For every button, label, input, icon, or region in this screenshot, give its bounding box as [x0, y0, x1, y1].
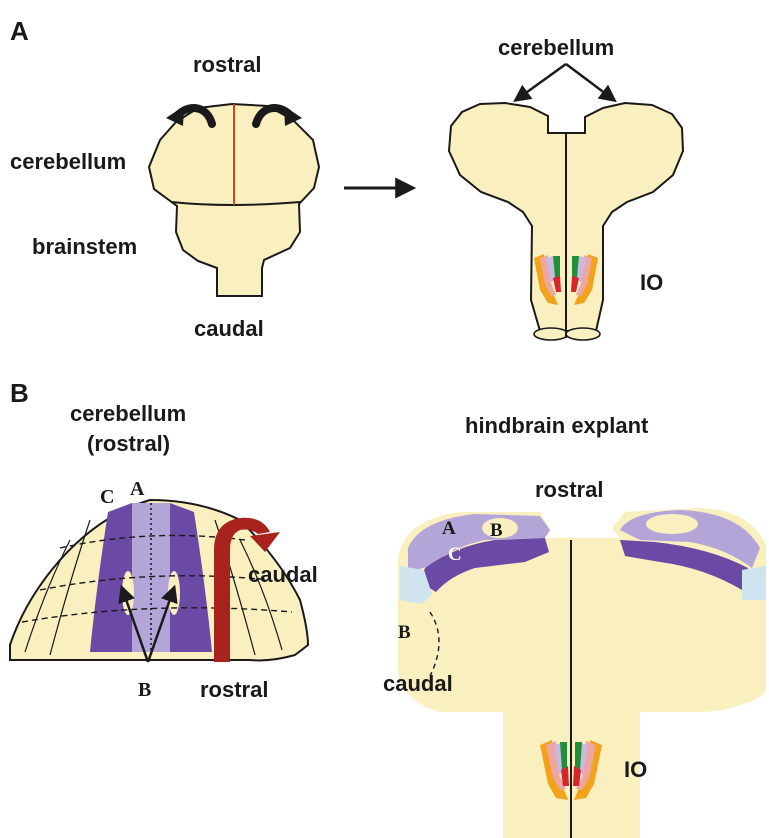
label-hindbrain-explant: hindbrain explant	[465, 413, 649, 438]
zone-label-a: A	[130, 478, 145, 500]
cerebellum-arrow-right	[566, 64, 614, 100]
zone-label-c: C	[100, 486, 114, 508]
label-explant-rostral: rostral	[535, 477, 603, 502]
red-arrow-shaft	[214, 548, 230, 662]
panel-a-letter: A	[10, 16, 29, 46]
explant-right-blue-band	[742, 566, 766, 600]
label-explant-caudal: caudal	[383, 671, 453, 696]
panel-b: B cerebellum (rostral) hindbrain explant	[10, 378, 766, 838]
label-cerebellum-b-line1: cerebellum	[70, 401, 186, 426]
label-rostral-a: rostral	[193, 52, 261, 77]
label-rostral-arrow: rostral	[200, 677, 268, 702]
label-cerebellum-b-line2: (rostral)	[87, 431, 170, 456]
label-io-a: IO	[640, 270, 663, 295]
label-cerebellum-a-right: cerebellum	[498, 35, 614, 60]
label-caudal-a: caudal	[194, 316, 264, 341]
label-brainstem: brainstem	[32, 234, 137, 259]
cerebellum-arrow-left	[516, 64, 566, 100]
explant-zone-b: B	[490, 520, 503, 541]
explant-right-hole	[646, 514, 698, 534]
explant-zone-c: C	[448, 544, 462, 565]
opened-brain	[449, 103, 683, 340]
explant-zone-a: A	[442, 518, 456, 539]
label-caudal-arrow: caudal	[248, 562, 318, 587]
panel-a: A rostral cerebellum brainstem caudal	[10, 16, 683, 341]
explant-zone-b-lower: B	[398, 622, 411, 643]
intact-brain	[149, 104, 319, 296]
zone-label-b: B	[138, 679, 151, 701]
label-io-b: IO	[624, 757, 647, 782]
label-cerebellum-a-left: cerebellum	[10, 149, 126, 174]
caudal-cut-right	[566, 328, 600, 340]
panel-b-letter: B	[10, 378, 29, 408]
caudal-cut-left	[534, 328, 568, 340]
